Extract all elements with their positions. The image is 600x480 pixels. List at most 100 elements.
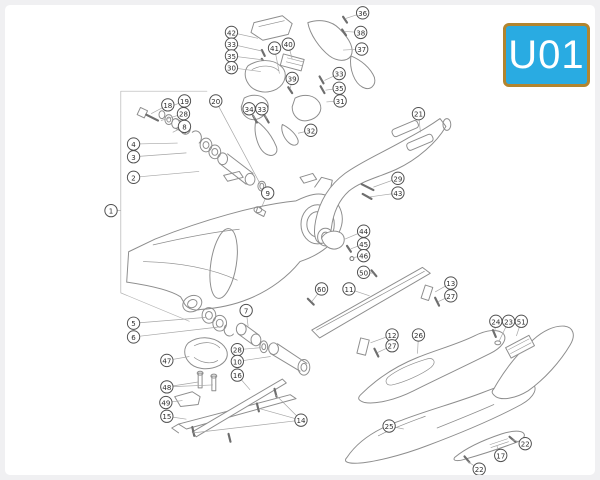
callout-42[interactable]: 42 [224,25,239,40]
svg-text:2: 2 [131,173,135,182]
callout-33[interactable]: 33 [224,37,239,51]
part-chain-guard-lower [344,381,536,464]
callout-28[interactable]: 28 [230,343,244,357]
callout-1[interactable]: 1 [104,203,118,218]
callout-35[interactable]: 35 [224,49,239,63]
callout-14[interactable]: 14 [294,413,308,427]
leader-line-2 [133,171,200,178]
callout-31[interactable]: 31 [333,94,347,108]
callout-19[interactable]: 19 [177,94,192,108]
callout-22[interactable]: 22 [518,437,532,451]
callout-60[interactable]: 60 [314,282,329,296]
callout-37[interactable]: 37 [355,42,369,56]
svg-text:22: 22 [475,465,484,474]
part-guard-strip [453,430,525,464]
svg-text:13: 13 [446,279,455,288]
svg-text:28: 28 [179,110,188,119]
callout-28[interactable]: 28 [176,107,191,121]
svg-text:32: 32 [306,126,315,135]
callout-13[interactable]: 13 [444,276,458,290]
callout-40[interactable]: 40 [281,37,295,51]
callout-11[interactable]: 11 [342,282,356,296]
callout-49[interactable]: 49 [159,395,173,410]
callout-25[interactable]: 25 [382,419,396,433]
callout-9[interactable]: 9 [261,186,275,200]
svg-text:49: 49 [161,399,170,408]
callout-38[interactable]: 38 [354,25,368,40]
svg-text:14: 14 [296,416,305,425]
callout-17[interactable]: 17 [494,448,508,463]
callout-47[interactable]: 47 [160,353,174,368]
kit-group-frame [120,90,208,322]
part-relay-arm [314,118,452,247]
part-lower-axle-stack [201,307,311,376]
callout-46[interactable]: 46 [356,249,371,263]
leader-line-6 [133,326,218,338]
svg-text:46: 46 [359,252,368,261]
svg-text:34: 34 [245,105,254,114]
part-pivot-axle-stack [136,107,256,186]
svg-text:29: 29 [393,174,402,183]
leader-line-48 [166,384,213,388]
part-line-guide [306,266,441,358]
callout-43[interactable]: 43 [391,186,405,200]
callout-48[interactable]: 48 [160,380,174,394]
svg-text:43: 43 [393,189,402,198]
callout-50[interactable]: 50 [356,265,371,279]
svg-text:31: 31 [336,97,345,106]
callout-27[interactable]: 27 [444,289,458,303]
svg-text:21: 21 [414,110,423,119]
callout-30[interactable]: 30 [224,61,239,75]
callout-18[interactable]: 18 [161,98,175,112]
callout-2[interactable]: 2 [126,170,141,184]
svg-text:60: 60 [317,285,326,294]
leader-line-4 [133,142,178,145]
svg-text:33: 33 [227,40,236,49]
svg-text:4: 4 [131,140,136,149]
part-chain-guide-block [174,337,228,407]
callout-26[interactable]: 26 [411,328,426,342]
leader-line-14 [193,419,302,434]
callout-33[interactable]: 33 [255,102,269,116]
callout-24[interactable]: 24 [489,314,503,328]
svg-text:35: 35 [227,52,236,61]
callout-22[interactable]: 22 [472,462,486,475]
callout-21[interactable]: 21 [411,107,426,121]
svg-text:28: 28 [233,346,242,355]
svg-text:42: 42 [227,28,236,37]
callout-32[interactable]: 32 [304,123,318,137]
page-code-label: U01 [508,33,585,77]
callout-5[interactable]: 5 [126,316,141,330]
callout-51[interactable]: 51 [514,314,528,328]
callout-6[interactable]: 6 [126,330,141,344]
callout-20[interactable]: 20 [209,94,223,108]
callout-34[interactable]: 34 [242,102,256,116]
callout-8[interactable]: 8 [177,119,192,134]
callout-39[interactable]: 39 [285,71,299,86]
callout-27[interactable]: 27 [385,339,399,353]
callout-4[interactable]: 4 [126,137,141,151]
svg-text:36: 36 [358,9,367,18]
callout-29[interactable]: 29 [391,171,405,185]
part-side-guard [491,325,574,400]
svg-text:16: 16 [233,371,242,380]
callout-15[interactable]: 15 [160,409,174,423]
callout-33[interactable]: 33 [332,66,346,81]
svg-text:45: 45 [359,240,368,249]
part-swingarm [126,176,343,313]
callout-41[interactable]: 41 [267,41,282,55]
part-top-bracket [250,15,293,65]
callout-16[interactable]: 16 [230,368,244,382]
svg-text:19: 19 [180,97,189,106]
callout-35[interactable]: 35 [332,81,346,95]
callout-45[interactable]: 45 [356,237,371,251]
callout-3[interactable]: 3 [126,150,141,164]
leader-line-20 [215,100,262,186]
callout-23[interactable]: 23 [501,314,516,328]
svg-text:12: 12 [388,331,397,340]
callout-36[interactable]: 36 [356,6,370,20]
callout-7[interactable]: 7 [239,303,253,318]
callout-44[interactable]: 44 [356,224,371,238]
callout-10[interactable]: 10 [230,354,244,369]
